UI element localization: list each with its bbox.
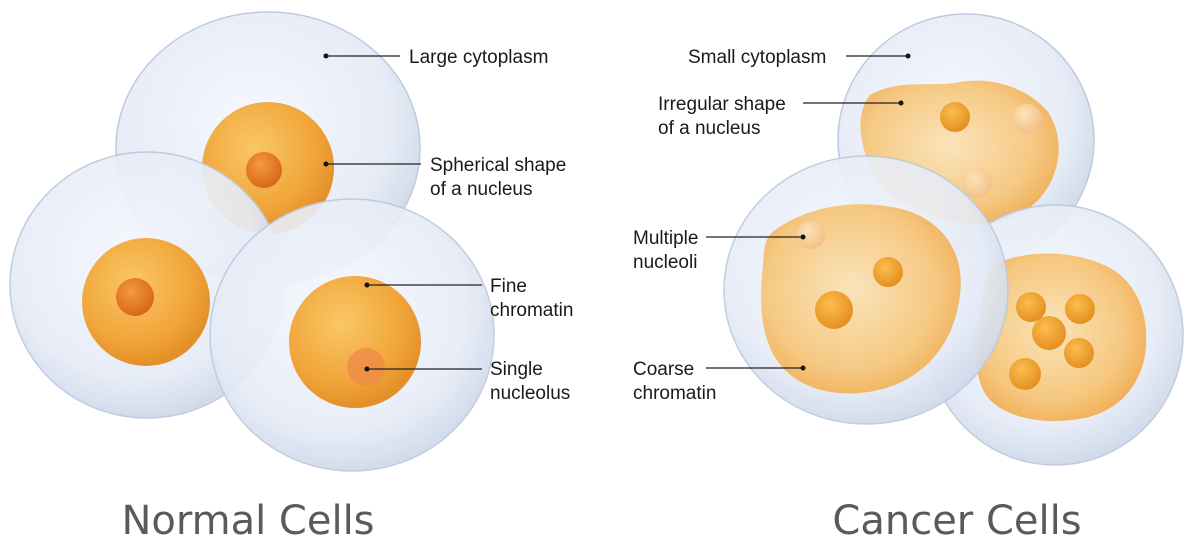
label-multiple-nucleoli-line1: Multiple bbox=[633, 228, 698, 249]
normal-nucleolus-top bbox=[246, 152, 282, 188]
label-irregular-nucleus-line1: Irregular shape bbox=[658, 94, 786, 115]
label-single-nucleolus-line2: nucleolus bbox=[490, 383, 570, 404]
cancer-cells-group: Small cytoplasm Irregular shape of a nuc… bbox=[633, 14, 1183, 544]
cancer-cells-title: Cancer Cells bbox=[832, 498, 1081, 544]
label-single-nucleolus-line1: Single bbox=[490, 359, 543, 380]
label-multiple-nucleoli-line2: nucleoli bbox=[633, 252, 697, 273]
normal-cell-right bbox=[210, 199, 494, 471]
normal-cells-title: Normal Cells bbox=[121, 498, 374, 544]
label-small-cytoplasm: Small cytoplasm bbox=[688, 47, 826, 68]
label-large-cytoplasm: Large cytoplasm bbox=[409, 47, 548, 68]
normal-nucleus-right bbox=[289, 276, 421, 408]
normal-cells-group: Large cytoplasm Spherical shape of a nuc… bbox=[10, 12, 573, 544]
label-irregular-nucleus-line2: of a nucleus bbox=[658, 118, 760, 139]
label-coarse-chromatin-line2: chromatin bbox=[633, 383, 716, 404]
label-spherical-nucleus-line2: of a nucleus bbox=[430, 179, 532, 200]
label-fine-chromatin-line2: chromatin bbox=[490, 300, 573, 321]
cancer-cell-left bbox=[724, 156, 1008, 424]
normal-nucleolus-left bbox=[116, 278, 154, 316]
label-coarse-chromatin-line1: Coarse bbox=[633, 359, 694, 380]
label-fine-chromatin-line1: Fine bbox=[490, 276, 527, 297]
label-spherical-nucleus-line1: Spherical shape bbox=[430, 155, 566, 176]
